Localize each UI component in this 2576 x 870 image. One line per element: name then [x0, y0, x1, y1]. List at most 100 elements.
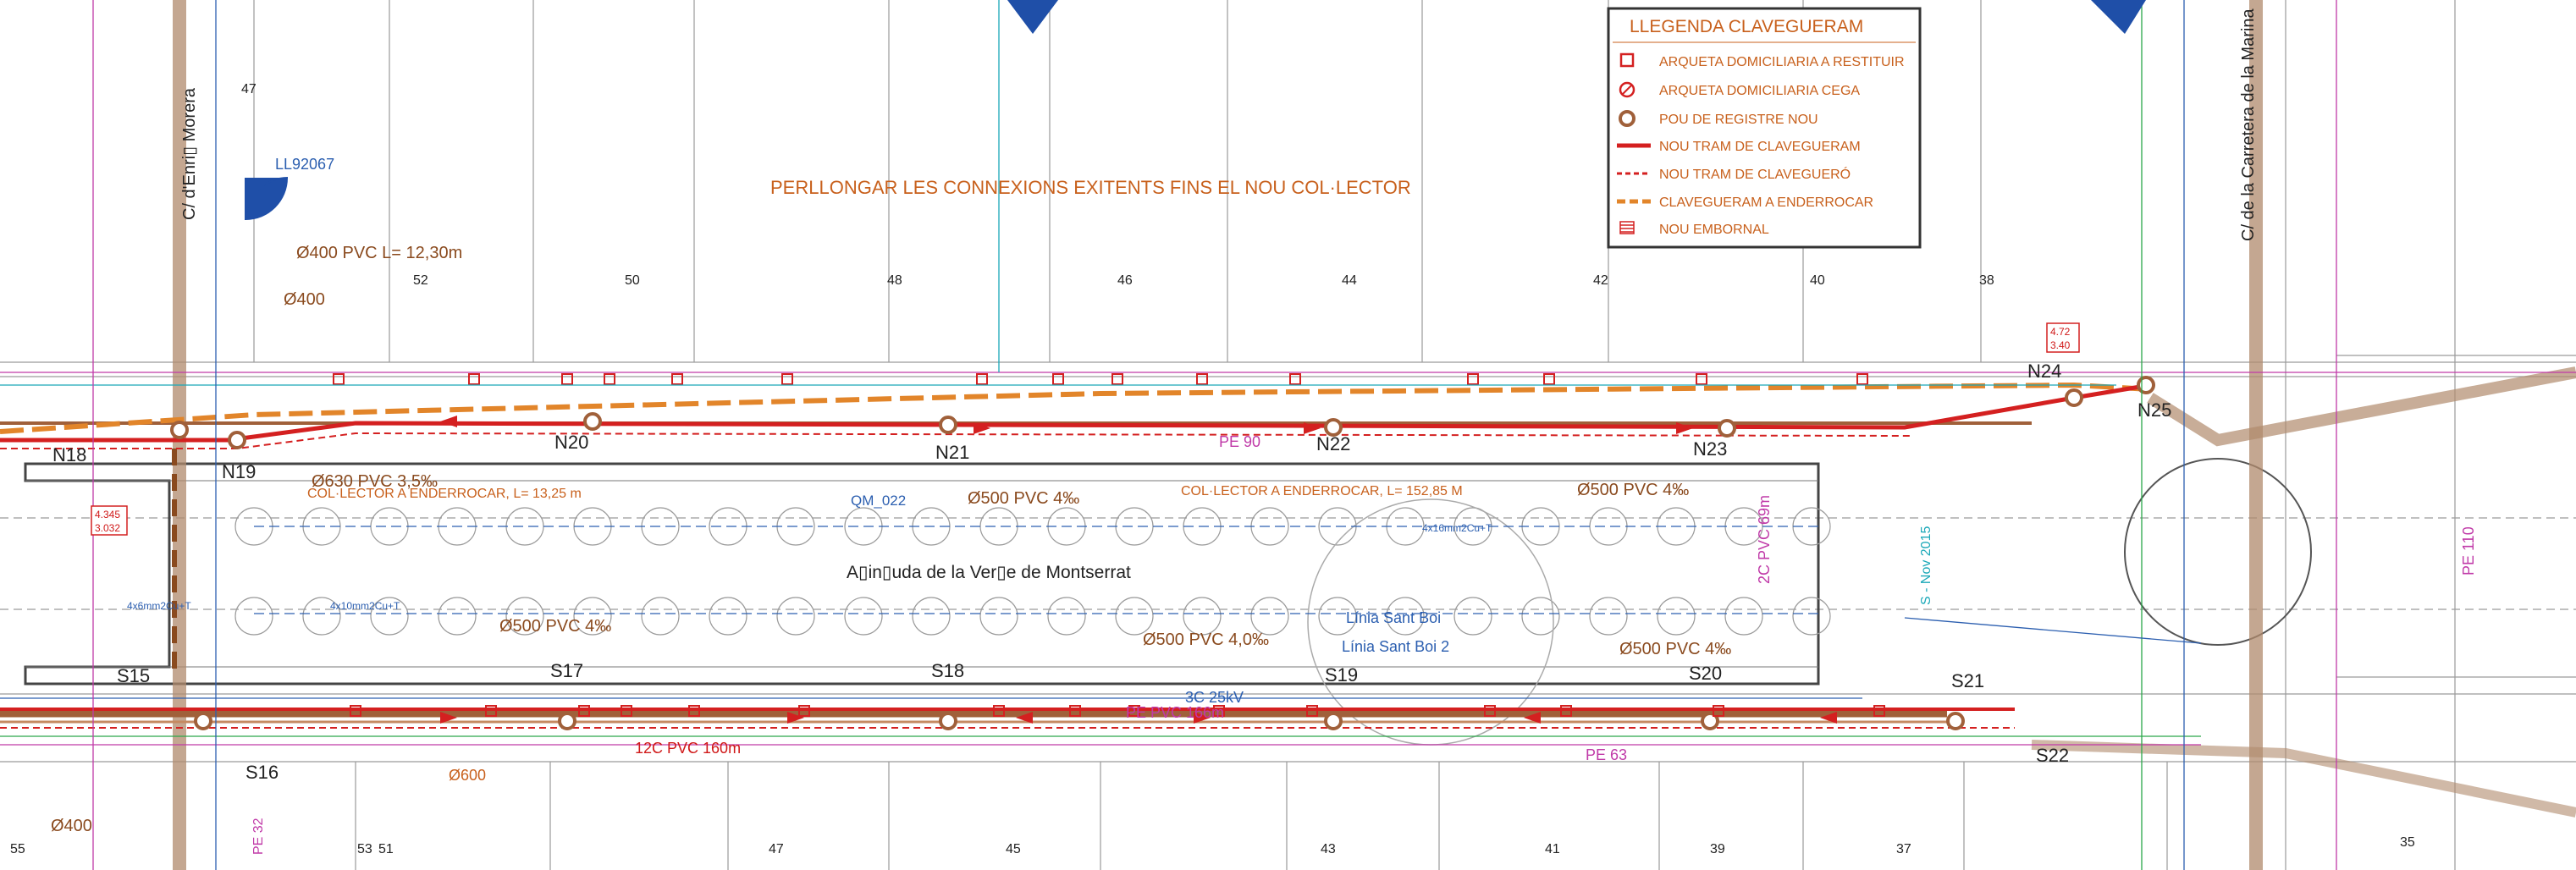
square-manhole-icon: [333, 373, 345, 385]
square-manhole-icon: [1543, 373, 1555, 385]
survey-marker-icon: [1007, 0, 1058, 34]
square-manhole-icon: [1069, 705, 1081, 717]
house-number: 55: [10, 842, 25, 856]
manhole-icon: [1946, 712, 1965, 730]
new-sewer-bottom: [0, 708, 2015, 729]
avenue-median: [24, 462, 1820, 686]
square-manhole-icon: [1856, 373, 1868, 385]
square-manhole-icon: [350, 705, 361, 717]
linia-label: Línia Sant Boi: [1346, 609, 1441, 626]
house-number: 47: [241, 82, 256, 96]
house-number: 43: [1321, 842, 1336, 856]
pvc-label: 12C PVC 160m: [635, 740, 741, 757]
square-manhole-icon: [561, 373, 573, 385]
manhole-icon: [1718, 419, 1736, 438]
elevation-value: 4.345: [95, 509, 120, 520]
node-label: N21: [935, 442, 969, 463]
avenue-name: A▯in▯uda de la Ver▯e de Montserrat: [847, 563, 1131, 582]
tree-icon: [1589, 597, 1628, 636]
tree-icon: [1250, 597, 1289, 636]
square-manhole-icon: [781, 373, 793, 385]
collector-demolish-note: COL·LECTOR A ENDERROCAR, L= 13,25 m: [307, 487, 582, 501]
tree-icon: [1386, 597, 1425, 636]
manhole-icon: [228, 431, 246, 449]
manhole-icon: [2137, 376, 2155, 394]
house-number: 52: [413, 273, 428, 288]
house-number: 35: [2400, 835, 2415, 850]
manhole-icon: [170, 421, 189, 439]
legend-item-label: NOU EMBORNAL: [1659, 223, 1769, 237]
house-number: 51: [378, 842, 394, 856]
tree-icon: [1115, 597, 1154, 636]
tree-icon: [1792, 597, 1831, 636]
survey-code: LL92067: [275, 156, 334, 173]
pipe-label: Ø500 PVC 4,0‰: [1143, 630, 1269, 649]
house-number: 46: [1117, 273, 1133, 288]
square-manhole-icon: [1111, 373, 1123, 385]
elevation-value: 4.72: [2050, 326, 2071, 338]
node-label: S20: [1689, 663, 1722, 684]
qm-label: QM_022: [851, 493, 906, 509]
node-label: N18: [52, 444, 86, 465]
survey-marker-icon: [2091, 0, 2146, 34]
tree-icon: [709, 597, 747, 636]
tree-icon: [912, 597, 951, 636]
square-manhole-icon: [688, 705, 700, 717]
house-number: 48: [887, 273, 902, 288]
pipe-label: Ø400 PVC L= 12,30m: [296, 244, 462, 262]
square-manhole-icon: [1713, 705, 1724, 717]
house-number: 41: [1545, 842, 1560, 856]
square-manhole-icon: [485, 705, 497, 717]
elevation-box: 4.345 3.032: [91, 505, 128, 536]
square-manhole-icon: [1560, 705, 1572, 717]
tree-icon: [234, 597, 273, 636]
house-number: 39: [1710, 842, 1725, 856]
legend: LLEGENDA CLAVEGUERAM ARQUETA DOMICILIARI…: [1607, 7, 1922, 249]
tree-icon: [573, 597, 612, 636]
node-label: N20: [554, 432, 588, 453]
house-number: 50: [625, 273, 640, 288]
square-manhole-icon: [671, 373, 683, 385]
pvc-label: 2C PVC 69m: [1756, 495, 1773, 584]
node-label: S21: [1951, 670, 1984, 691]
pe-label: PE 32: [251, 818, 266, 855]
house-number: 47: [769, 842, 784, 856]
tree-icon: [641, 597, 680, 636]
manhole-icon: [1324, 712, 1343, 730]
pipe-label: Ø400: [51, 817, 92, 835]
linia-label: Línia Sant Boi 2: [1342, 638, 1449, 655]
square-manhole-icon: [1467, 373, 1479, 385]
node-label: S19: [1325, 664, 1358, 686]
right-street-name: C/ de la Carretera de la Marina: [2239, 8, 2258, 241]
node-label: S15: [117, 665, 150, 686]
tree-icon: [1183, 597, 1222, 636]
house-number: 40: [1810, 273, 1825, 288]
pe-label: PE 110: [2460, 526, 2477, 575]
roundabout: [2124, 458, 2312, 646]
pipe-label: Ø400: [284, 290, 325, 309]
square-manhole-icon: [1306, 705, 1318, 717]
conduit-label: 4x6mm2Cu+T: [127, 600, 191, 612]
manholes: [170, 376, 2155, 730]
tree-icon: [1453, 597, 1492, 636]
legend-item-label: POU DE REGISTRE NOU: [1659, 113, 1818, 127]
ring-manhole-icon: [1619, 110, 1636, 127]
tree-icon: [844, 597, 883, 636]
square-manhole-icon: [798, 705, 810, 717]
legend-title: LLEGENDA CLAVEGUERAM: [1630, 17, 1863, 36]
kv-label: 3C 25kV: [1185, 689, 1244, 706]
collector-to-demolish: [0, 382, 2151, 677]
pipe-label: Ø500 PVC 4‰: [499, 617, 611, 636]
node-label: S17: [550, 660, 583, 681]
house-number: 44: [1342, 273, 1357, 288]
tree-icon: [1521, 597, 1560, 636]
domicile-boxes: [333, 373, 1885, 717]
conduit-label: 4x16mm2Cu+T: [1422, 522, 1492, 534]
manhole-icon: [1701, 712, 1719, 730]
tree-icon: [979, 597, 1018, 636]
node-label: S16: [245, 762, 279, 783]
node-label: N19: [222, 461, 256, 482]
tree-icon: [1724, 597, 1763, 636]
tree-icon: [1047, 597, 1086, 636]
